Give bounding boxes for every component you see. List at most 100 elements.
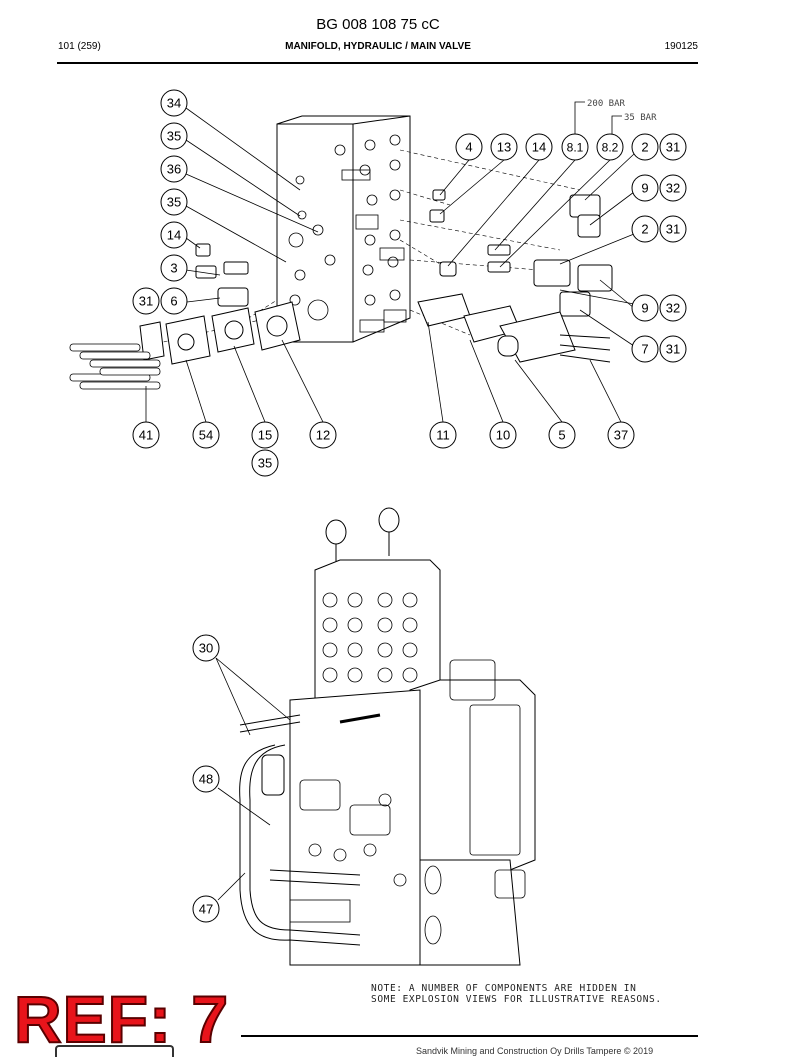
callout-circle (659, 335, 687, 363)
callout-34: 34 (160, 89, 188, 117)
pressure-label-200: 200 BAR (587, 99, 626, 109)
callout-35: 35 (251, 449, 279, 477)
callout-label: 7 (641, 342, 648, 357)
callout-14: 14 (525, 133, 553, 161)
footer-rule (241, 1035, 698, 1037)
callout-47: 47 (192, 895, 220, 923)
callout-circle (631, 215, 659, 243)
callout-circle (160, 122, 188, 150)
section-title: MANIFOLD, HYDRAULIC / MAIN VALVE (285, 41, 471, 52)
callout-circle (490, 133, 518, 161)
callout-circle (192, 421, 220, 449)
callout-label: 9 (641, 181, 648, 196)
callout-circle (160, 89, 188, 117)
callout-8.2: 8.2 (596, 133, 624, 161)
callout-12: 12 (309, 421, 337, 449)
callout-11: 11 (429, 421, 457, 449)
callout-label: 4 (465, 140, 472, 155)
callout-circle (659, 174, 687, 202)
callout-label: 15 (258, 428, 272, 443)
callout-label: 14 (532, 140, 546, 155)
note-line-1: NOTE: A NUMBER OF COMPONENTS ARE HIDDEN … (371, 983, 637, 994)
callout-9: 9 (631, 294, 659, 322)
callout-circle (659, 215, 687, 243)
callout-label: 32 (666, 181, 680, 196)
callout-circle (596, 133, 624, 161)
callout-4: 4 (455, 133, 483, 161)
callout-3: 3 (160, 254, 188, 282)
pressure-label-35: 35 BAR (624, 113, 657, 123)
page-number: 101 (259) (58, 41, 101, 52)
callout-label: 5 (558, 428, 565, 443)
callout-2: 2 (631, 215, 659, 243)
callout-label: 14 (167, 228, 181, 243)
callout-32: 32 (659, 294, 687, 322)
callout-label: 41 (139, 428, 153, 443)
callout-label: 47 (199, 902, 213, 917)
callout-label: 32 (666, 301, 680, 316)
leader-lines (145, 107, 635, 901)
assembled-valve-block (289, 507, 536, 966)
header-rule (57, 62, 698, 64)
callout-circle (192, 634, 220, 662)
callout-35: 35 (160, 188, 188, 216)
callout-label: 12 (316, 428, 330, 443)
callout-10: 10 (489, 421, 517, 449)
callout-31: 31 (659, 133, 687, 161)
callout-36: 36 (160, 155, 188, 183)
callout-label: 30 (199, 641, 213, 656)
document-number: BG 008 108 75 cC (316, 16, 440, 33)
callout-label: 9 (641, 301, 648, 316)
note-line-2: SOME EXPLOSION VIEWS FOR ILLUSTRATIVE RE… (371, 994, 662, 1005)
callout-label: 31 (666, 222, 680, 237)
manifold-block (276, 115, 411, 343)
callout-label: 37 (614, 428, 628, 443)
callout-5: 5 (548, 421, 576, 449)
callout-7: 7 (631, 335, 659, 363)
callout-2: 2 (631, 133, 659, 161)
sandvik-logo (55, 1045, 174, 1057)
callout-circle (659, 294, 687, 322)
callout-13: 13 (490, 133, 518, 161)
callout-37: 37 (607, 421, 635, 449)
callout-circle (160, 155, 188, 183)
callout-label: 10 (496, 428, 510, 443)
callout-label: 35 (167, 129, 181, 144)
callout-8.1: 8.1 (561, 133, 589, 161)
callout-circle (192, 765, 220, 793)
callout-30: 30 (192, 634, 220, 662)
callout-label: 6 (170, 294, 177, 309)
document-date: 190125 (664, 41, 698, 52)
callout-label: 11 (436, 428, 450, 443)
callout-label: 8.1 (567, 141, 584, 155)
callout-9: 9 (631, 174, 659, 202)
callout-label: 2 (641, 140, 648, 155)
callout-54: 54 (192, 421, 220, 449)
callout-label: 8.2 (602, 141, 619, 155)
callout-label: 35 (167, 195, 181, 210)
callout-circle (160, 254, 188, 282)
callout-circle (160, 188, 188, 216)
callout-15: 15 (251, 421, 279, 449)
hose-assembly (239, 713, 381, 946)
callout-circle (429, 421, 457, 449)
callout-label: 13 (497, 140, 511, 155)
callout-circle (309, 421, 337, 449)
callout-35: 35 (160, 122, 188, 150)
callout-circle (160, 287, 188, 315)
exploded-parts (69, 189, 613, 390)
callout-circle (132, 287, 160, 315)
callout-32: 32 (659, 174, 687, 202)
callout-label: 35 (258, 456, 272, 471)
callout-14: 14 (160, 221, 188, 249)
callout-6: 6 (160, 287, 188, 315)
callout-label: 2 (641, 222, 648, 237)
callout-circle (455, 133, 483, 161)
callout-circle (160, 221, 188, 249)
callout-circle (631, 335, 659, 363)
callout-41: 41 (132, 421, 160, 449)
callout-label: 48 (199, 772, 213, 787)
illustration-note: NOTE: A NUMBER OF COMPONENTS ARE HIDDEN … (371, 983, 662, 1005)
callout-circle (631, 133, 659, 161)
